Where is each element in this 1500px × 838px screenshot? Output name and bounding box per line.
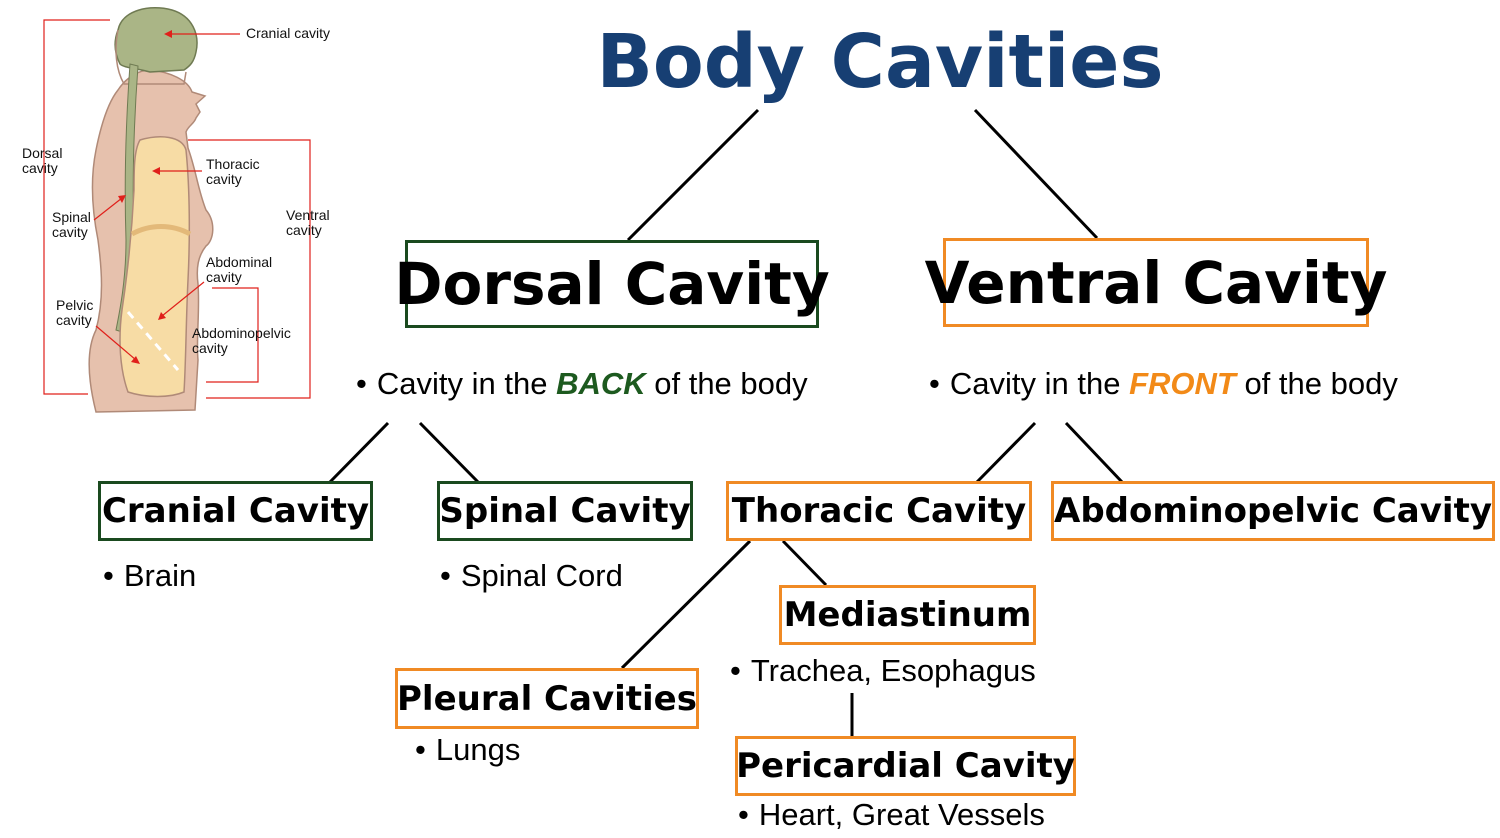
node-ventral-cavity: Ventral Cavity bbox=[925, 238, 1387, 327]
diaphragm-line bbox=[130, 224, 192, 237]
figure-label-cranial: Cranial cavity bbox=[246, 25, 331, 41]
note-pericardial: •Heart, Great Vessels bbox=[738, 797, 1045, 832]
note-pleural: •Lungs bbox=[415, 732, 521, 767]
node-thoracic-cavity: Thoracic Cavity bbox=[726, 481, 1032, 541]
note-ventral: •Cavity in the FRONT of the body bbox=[929, 366, 1398, 401]
body-cavity-illustration bbox=[43, 7, 311, 413]
connector-ventral-thoracic bbox=[975, 421, 1037, 484]
note-dorsal: •Cavity in the BACK of the body bbox=[356, 366, 808, 401]
connector-thoracic-mediastinum bbox=[781, 539, 828, 587]
node-pleural-cavities: Pleural Cavities bbox=[395, 668, 699, 729]
connector-title-dorsal bbox=[626, 108, 760, 242]
ventral-cavity-region bbox=[119, 136, 191, 398]
node-mediastinum: Mediastinum bbox=[779, 585, 1036, 645]
connector-title-ventral bbox=[973, 108, 1099, 240]
node-abdominopelvic-cavity: Abdominopelvic Cavity bbox=[1051, 481, 1495, 541]
pelvic-boundary bbox=[126, 311, 180, 371]
cranial-cavity-region bbox=[114, 7, 198, 73]
note-mediastinum: •Trachea, Esophagus bbox=[730, 653, 1036, 688]
node-dorsal-cavity: Dorsal Cavity bbox=[394, 240, 830, 328]
note-spinal: •Spinal Cord bbox=[440, 558, 623, 593]
node-pericardial-cavity: Pericardial Cavity bbox=[735, 736, 1076, 796]
connector-thoracic-pleural bbox=[620, 539, 752, 670]
abdominopelvic-bracket bbox=[206, 287, 259, 383]
page-title: Body Cavities bbox=[596, 19, 1164, 105]
connector-ventral-abdominopelvic bbox=[1064, 421, 1124, 484]
connector-dorsal-cranial bbox=[328, 421, 390, 484]
dorsal-bracket bbox=[43, 19, 110, 395]
node-spinal-cavity: Spinal Cavity bbox=[437, 481, 693, 541]
connector-dorsal-spinal bbox=[418, 421, 480, 484]
ventral-bracket bbox=[188, 139, 311, 399]
node-cranial-cavity: Cranial Cavity bbox=[98, 481, 373, 541]
head-outline bbox=[115, 29, 187, 85]
note-cranial: •Brain bbox=[103, 558, 197, 593]
